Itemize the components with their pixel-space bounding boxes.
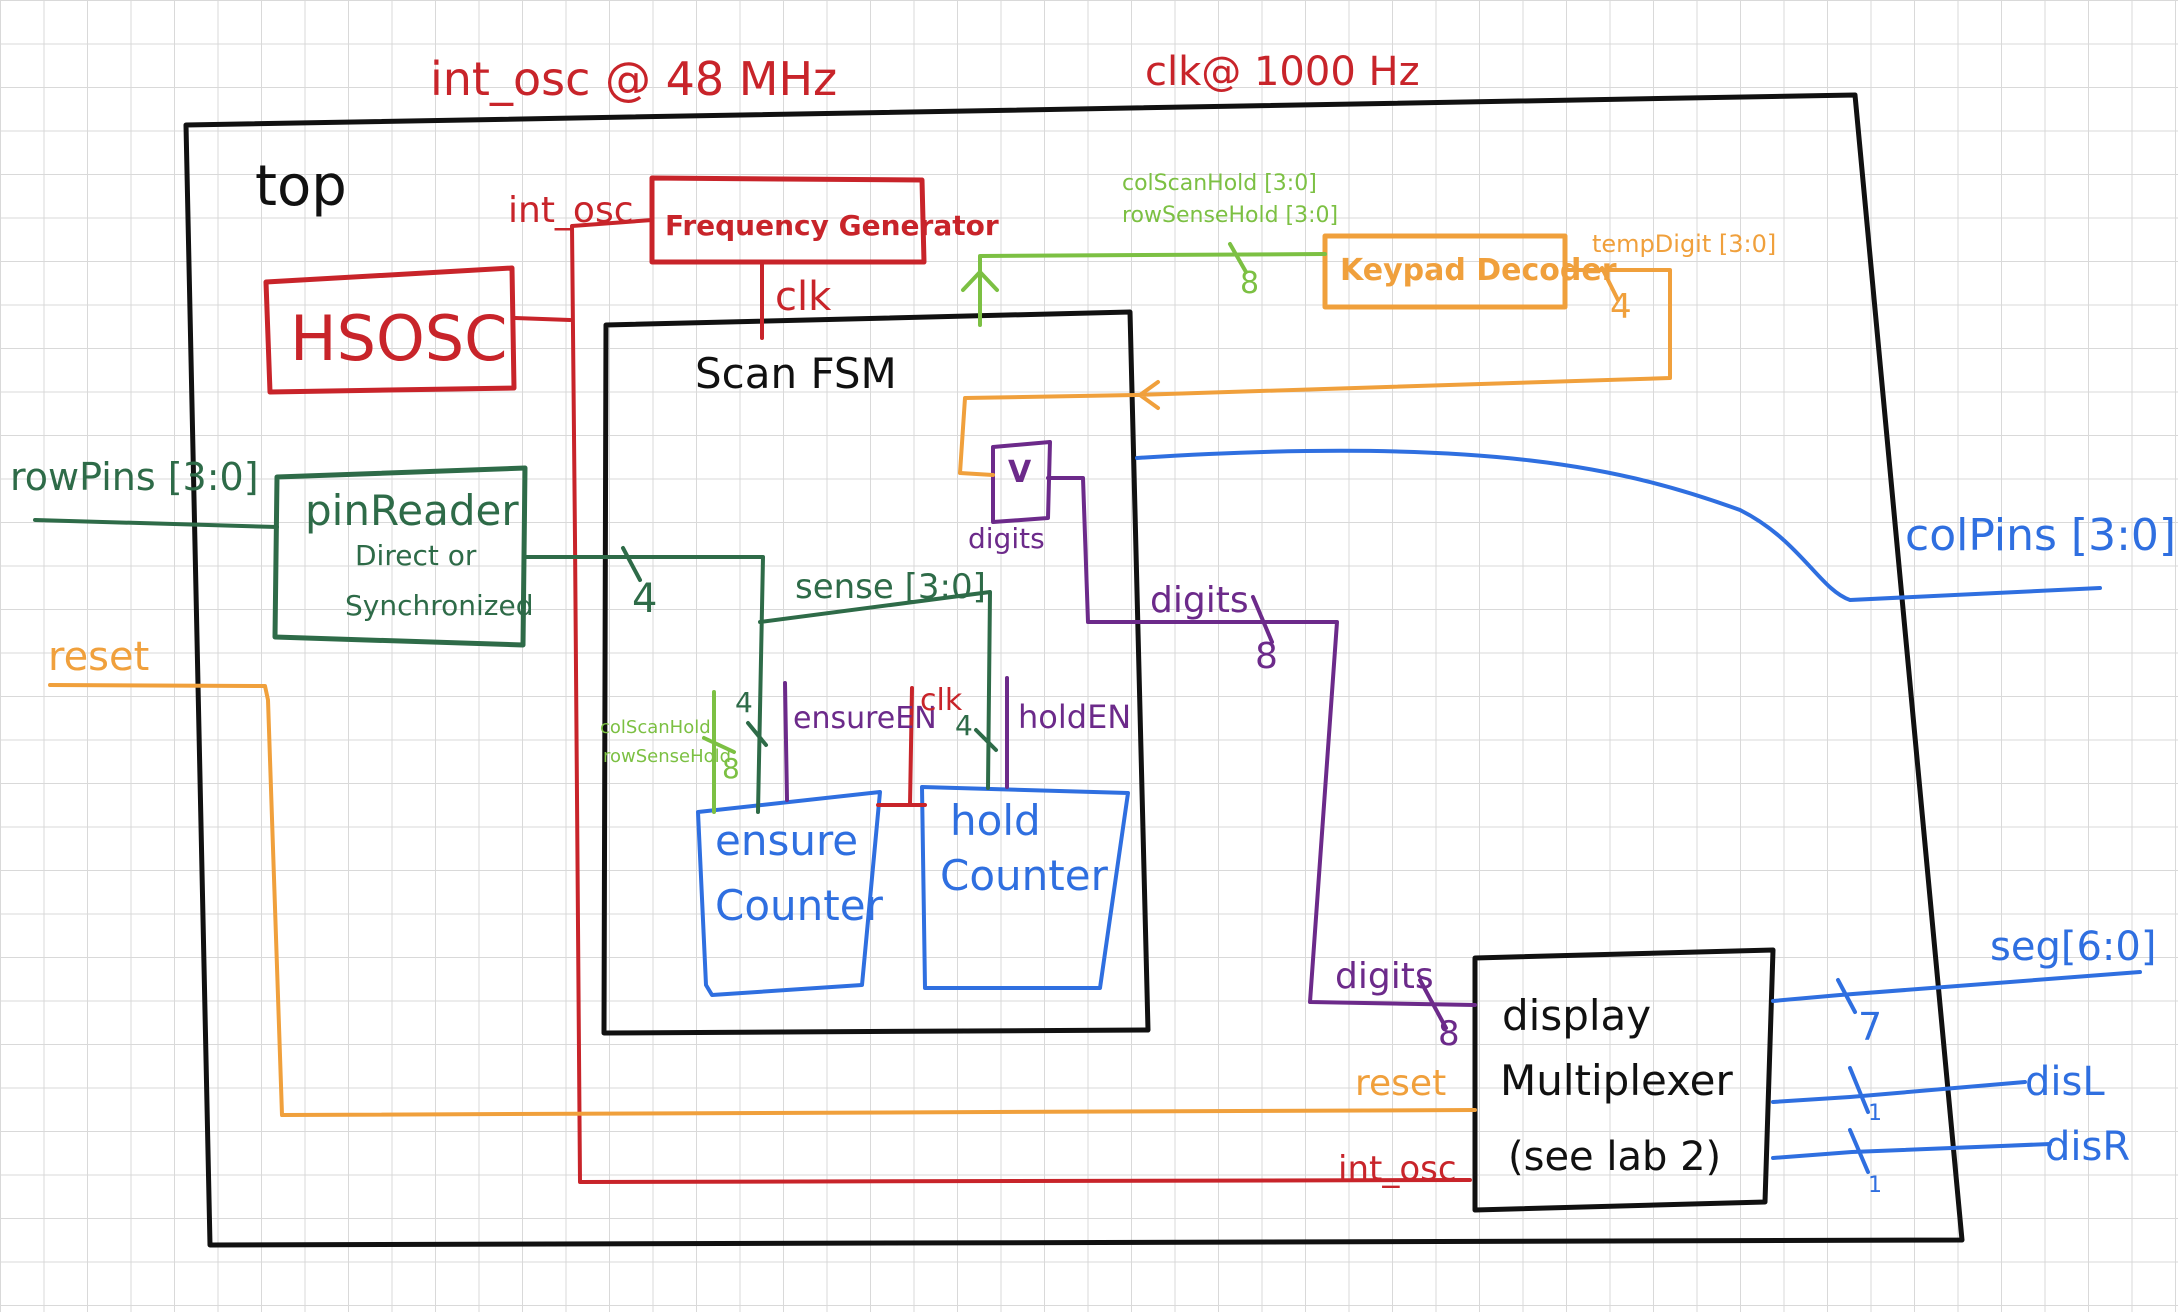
- dis-r-wire: [1771, 1142, 2052, 1160]
- int-osc-frequency-label: int_osc @ 48 MHz: [430, 52, 837, 106]
- seg-bus-width: 7: [1858, 1005, 1882, 1049]
- hsosc-label: HSOSC: [290, 302, 507, 375]
- temp-digit-wire: [1133, 268, 1672, 410]
- digits-wire: [1046, 476, 1477, 1007]
- ensure-en-label: ensureEN: [793, 701, 937, 736]
- col-row-hold-bus-width: 8: [1240, 266, 1259, 301]
- dis-l-wire: [1771, 1080, 2027, 1104]
- seg-wire: [1771, 970, 2142, 1003]
- display-mux-label-2: Multiplexer: [1500, 1056, 1733, 1105]
- pin-reader-label: pinReader: [305, 486, 519, 535]
- keypad-decoder-box: [1322, 233, 1568, 310]
- temp-digit-bus-mark: [1600, 266, 1620, 302]
- ensure-en-wire: [783, 681, 789, 802]
- dis-r-bus-width: 1: [1868, 1173, 1882, 1198]
- clk-counter-wire: [876, 686, 927, 807]
- top-module-box: [183, 92, 1965, 1248]
- temp-digit-return-wire: [958, 393, 1137, 477]
- temp-digit-bus-width: 4: [1610, 287, 1632, 327]
- mux-v-box: [991, 440, 1052, 524]
- digits-label: digits: [1150, 580, 1249, 621]
- digits-bus-marks: [1251, 595, 1448, 1030]
- display-mux-label-1: display: [1502, 991, 1651, 1040]
- clk-counter-label: clk: [920, 683, 963, 718]
- ensure-counter-label-1: ensure: [715, 816, 858, 865]
- seg-label: seg[6:0]: [1990, 924, 2156, 970]
- hold-en-label: holdEN: [1018, 698, 1131, 736]
- ensure-counter-box: [696, 790, 882, 997]
- dis-r-label: disR: [2045, 1124, 2130, 1170]
- dis-l-label: disL: [2025, 1059, 2105, 1105]
- ensure-sense-bus-width: 4: [735, 686, 753, 719]
- mux-v-label: V: [1008, 455, 1032, 490]
- sense-bus-width: 4: [632, 576, 657, 622]
- row-pins-label: rowPins [3:0]: [10, 455, 259, 499]
- clk-frequency-label: clk@ 1000 Hz: [1145, 49, 1420, 95]
- col-pins-label: colPins [3:0]: [1905, 510, 2176, 561]
- hold-sense-bus-width: 4: [955, 709, 973, 742]
- hold-counter-box: [920, 785, 1130, 990]
- int-osc-label: int_osc: [508, 190, 634, 231]
- hold-counter-label-1: hold: [950, 796, 1041, 845]
- blue-bus-marks: [1836, 978, 1870, 1174]
- row-sense-hold-label: rowSenseHold [3:0]: [1122, 203, 1338, 228]
- col-row-hold-bus-mark: [1228, 242, 1248, 274]
- clk-label: clk: [775, 274, 832, 320]
- temp-digit-label: tempDigit [3:0]: [1592, 230, 1776, 258]
- reset-mux-label: reset: [1355, 1063, 1446, 1104]
- col-row-hold-wire: [961, 252, 1327, 327]
- digits-bus-width: 8: [1255, 636, 1278, 677]
- keypad-decoder-label: Keypad Decoder: [1340, 253, 1617, 288]
- row-sense-hold-small-label: rowSenseHold: [603, 746, 731, 767]
- digits-mux-label: digits: [1335, 956, 1434, 997]
- col-row-hold-counter-bus-width: 8: [722, 752, 740, 785]
- synchronized-label: Synchronized: [345, 589, 533, 622]
- col-scan-hold-label: colScanHold [3:0]: [1122, 171, 1317, 196]
- digits-mux-bus-width: 8: [1438, 1014, 1460, 1054]
- reset-label: reset: [48, 634, 149, 680]
- display-mux-label-3: (see lab 2): [1508, 1134, 1721, 1180]
- pin-reader-box: [272, 465, 528, 648]
- scan-fsm-box: [601, 309, 1151, 1036]
- sense-wire: [523, 555, 992, 814]
- sense-bus-marks: [621, 546, 998, 752]
- hsosc-box: [263, 265, 517, 395]
- row-pins-wire: [33, 518, 279, 529]
- col-row-hold-counter-wire: [702, 690, 736, 814]
- scan-fsm-label: Scan FSM: [695, 349, 897, 398]
- sense-label: sense [3:0]: [795, 567, 986, 607]
- int-osc-mux-label: int_osc: [1338, 1149, 1457, 1189]
- ensure-counter-label-2: Counter: [715, 881, 884, 930]
- col-pins-wire: [1135, 448, 2102, 602]
- display-multiplexer-box: [1472, 947, 1776, 1213]
- int-osc-wire: [513, 218, 1472, 1184]
- col-scan-hold-small-label: colScanHold: [600, 717, 711, 738]
- hold-counter-label-2: Counter: [940, 851, 1109, 900]
- frequency-generator-label: Frequency Generator: [665, 209, 999, 242]
- frequency-generator-box: [649, 175, 927, 265]
- digits-label-small: digits: [968, 522, 1045, 555]
- dis-l-bus-width: 1: [1868, 1101, 1882, 1126]
- direct-or-label: Direct or: [355, 539, 477, 572]
- reset-wire: [48, 683, 1477, 1117]
- top-label: top: [255, 154, 347, 219]
